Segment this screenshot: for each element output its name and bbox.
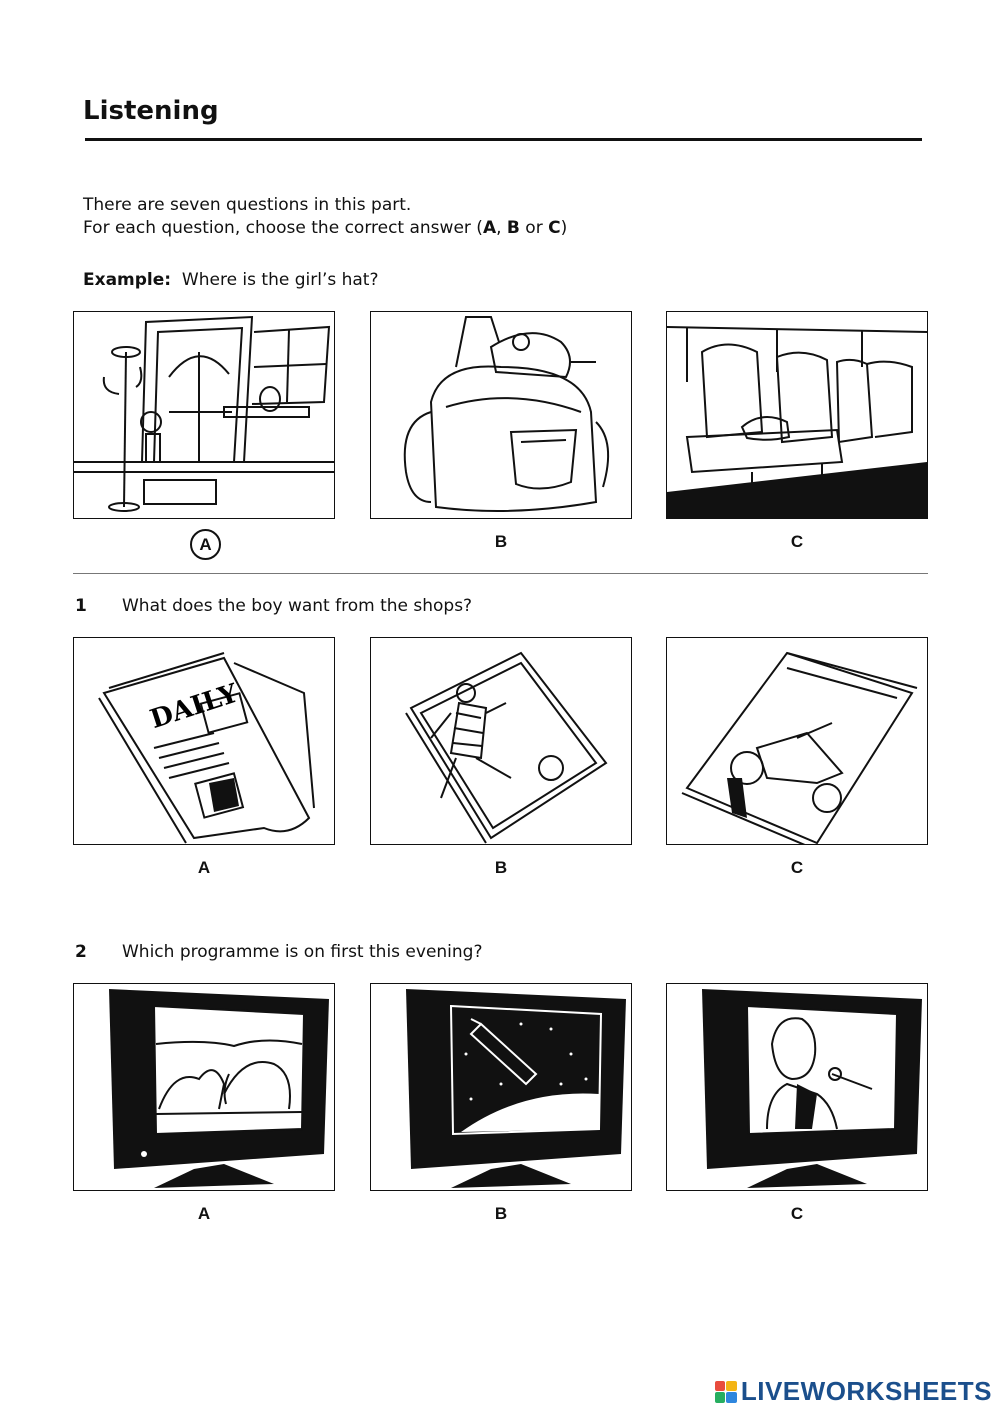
title-divider <box>85 138 922 141</box>
intro-sep: , <box>496 218 507 238</box>
hallway-hat-stand-illustration <box>74 315 334 512</box>
intro-line-1: There are seven questions in this part. <box>83 195 412 215</box>
tv-elephants-illustration <box>109 989 329 1188</box>
example-question-text: Where is the girl’s hat? <box>181 270 379 290</box>
liveworksheets-brand: LIVEWORKSHEETS <box>714 1376 992 1407</box>
intro-sep: or <box>519 218 549 238</box>
example-option-c-label[interactable]: C <box>790 532 804 551</box>
tv-singer-illustration <box>702 989 922 1188</box>
question-1-option-b-image[interactable] <box>370 637 632 845</box>
intro-end: ) <box>560 218 568 238</box>
example-option-b-image[interactable] <box>370 311 632 519</box>
question-1-option-c-image[interactable] <box>666 637 928 845</box>
example-selected-answer[interactable]: A <box>190 529 221 560</box>
intro-option-c: C <box>548 218 561 238</box>
example-option-a-image[interactable] <box>73 311 335 519</box>
intro-line-2: For each question, choose the correct an… <box>83 218 567 238</box>
football-dvd-illustration <box>405 651 608 844</box>
section-divider <box>73 573 928 574</box>
question-2-option-b-label[interactable]: B <box>494 1204 508 1223</box>
tv-space-rocket-illustration <box>406 989 626 1188</box>
motorbike-magazine-illustration <box>681 651 918 844</box>
question-1-option-a-label[interactable]: A <box>197 858 211 877</box>
brand-name: LIVEWORKSHEETS <box>740 1376 992 1406</box>
backpack-cap-illustration <box>403 316 610 512</box>
question-2-text: Which programme is on first this evening… <box>122 942 483 962</box>
example-option-b-label[interactable]: B <box>494 532 508 551</box>
liveworksheets-logo-icon <box>714 1380 737 1403</box>
question-2-option-c-image[interactable] <box>666 983 928 1191</box>
question-1-option-b-label[interactable]: B <box>494 858 508 877</box>
question-1-text: What does the boy want from the shops? <box>122 596 473 616</box>
page-title: Listening <box>83 96 219 126</box>
question-2-option-b-image[interactable] <box>370 983 632 1191</box>
question-1-option-c-label[interactable]: C <box>790 858 804 877</box>
intro-text: For each question, choose the correct an… <box>83 218 483 238</box>
question-2-option-c-label[interactable]: C <box>790 1204 804 1223</box>
bus-seats-cap-illustration <box>667 326 927 518</box>
question-1-option-a-image[interactable]: DAILY <box>73 637 335 845</box>
question-2-option-a-label[interactable]: A <box>197 1204 211 1223</box>
question-1-number: 1 <box>75 596 87 616</box>
intro-option-b: B <box>506 218 520 238</box>
intro-option-a: A <box>482 218 497 238</box>
question-2-option-a-image[interactable] <box>73 983 335 1191</box>
newspaper-illustration: DAILY <box>98 652 315 844</box>
question-2-number: 2 <box>75 942 87 962</box>
example-question: Example: Where is the girl’s hat? <box>83 270 379 290</box>
example-label: Example: <box>83 270 172 290</box>
example-option-c-image[interactable] <box>666 311 928 519</box>
